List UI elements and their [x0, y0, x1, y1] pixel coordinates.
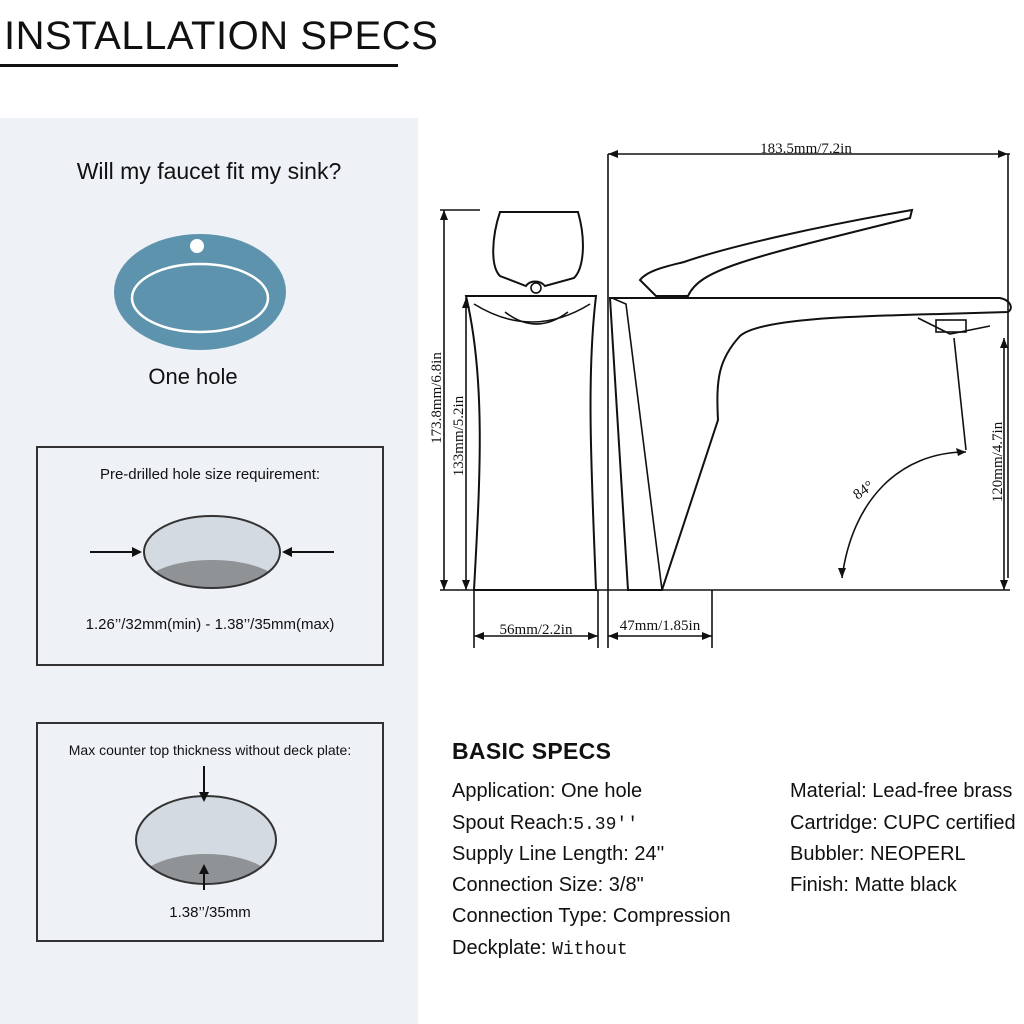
spec-value: Lead-free brass — [872, 780, 1013, 802]
spec-connection-size: Connection Size: 3/8" — [452, 874, 644, 897]
spec-finish: Finish: Matte black — [790, 874, 957, 897]
faucet-dimension-diagram: 183.5mm/7.2in 173.8mm/6.8in 133mm/5.2in … — [429, 141, 1012, 648]
spec-label: Connection Size: — [452, 874, 609, 896]
faucet-side-handle — [492, 211, 584, 288]
spec-value: 24'' — [634, 843, 665, 865]
page-title: INSTALLATION SPECS — [4, 14, 439, 58]
spec-label: Bubbler: — [790, 843, 871, 865]
base-width-label: 56mm/2.2in — [500, 622, 573, 638]
spec-supply-line: Supply Line Length: 24'' — [452, 843, 664, 866]
base-depth-label: 47mm/1.85in — [620, 618, 701, 634]
hole-size-range: 1.26’’/32mm(min) - 1.38’’/35mm(max) — [85, 616, 335, 633]
title-underline — [0, 64, 398, 67]
body-height-label: 133mm/5.2in — [451, 395, 467, 476]
spec-cartridge: Cartridge: CUPC certified — [790, 812, 1016, 835]
spec-bubbler: Bubbler: NEOPERL — [790, 843, 966, 866]
spec-label: Material: — [790, 780, 873, 802]
hole-size-box: Pre-drilled hole size requirement: 1.26’… — [36, 446, 384, 666]
counter-top-diagram — [135, 766, 277, 890]
hole-size-heading: Pre-drilled hole size requirement: — [99, 466, 321, 483]
spec-value: CUPC certified — [883, 812, 1016, 834]
spec-value: 5.39'' — [573, 815, 639, 835]
faucet-side-body — [464, 295, 598, 591]
faucet-front-lever — [638, 208, 914, 297]
spec-value: Compression — [612, 905, 731, 927]
spec-material: Material: Lead-free brass — [790, 780, 1012, 803]
spec-deckplate: Deckplate: Without — [452, 937, 628, 960]
faucet-front-body — [608, 297, 1012, 591]
sink-question: Will my faucet fit my sink? — [76, 158, 342, 184]
total-height-label: 173.8mm/6.8in — [429, 352, 445, 444]
counter-top-heading: Max counter top thickness without deck p… — [68, 742, 352, 758]
spout-height-label: 120mm/4.7in — [990, 421, 1006, 502]
one-hole-sink-icon — [114, 234, 286, 350]
spec-label: Finish: — [790, 874, 855, 896]
counter-top-box: Max counter top thickness without deck p… — [36, 722, 384, 942]
hole-size-diagram — [90, 515, 334, 589]
spec-connection-type: Connection Type: Compression — [452, 905, 731, 928]
spec-label: Application: — [452, 780, 561, 802]
spec-application: Application: One hole — [452, 780, 642, 803]
spec-value: Matte black — [854, 874, 957, 896]
spec-value: 3/8" — [608, 874, 644, 896]
spec-value: One hole — [560, 780, 643, 802]
basic-specs-title: BASIC SPECS — [452, 738, 612, 764]
spec-label: Deckplate: — [452, 937, 553, 959]
spec-label: Spout Reach: — [452, 812, 574, 834]
counter-top-value: 1.38’’/35mm — [169, 904, 251, 921]
spec-label: Cartridge: — [790, 812, 884, 834]
spec-spout-reach: Spout Reach:5.39'' — [452, 812, 638, 835]
spec-value: Without — [552, 940, 628, 960]
spec-label: Supply Line Length: — [452, 843, 635, 865]
spec-value: NEOPERL — [870, 843, 966, 865]
spout-angle-label: 84° — [851, 478, 877, 503]
one-hole-label: One hole — [148, 364, 238, 389]
total-length-label: 183.5mm/7.2in — [760, 141, 852, 157]
spec-label: Connection Type: — [452, 905, 613, 927]
